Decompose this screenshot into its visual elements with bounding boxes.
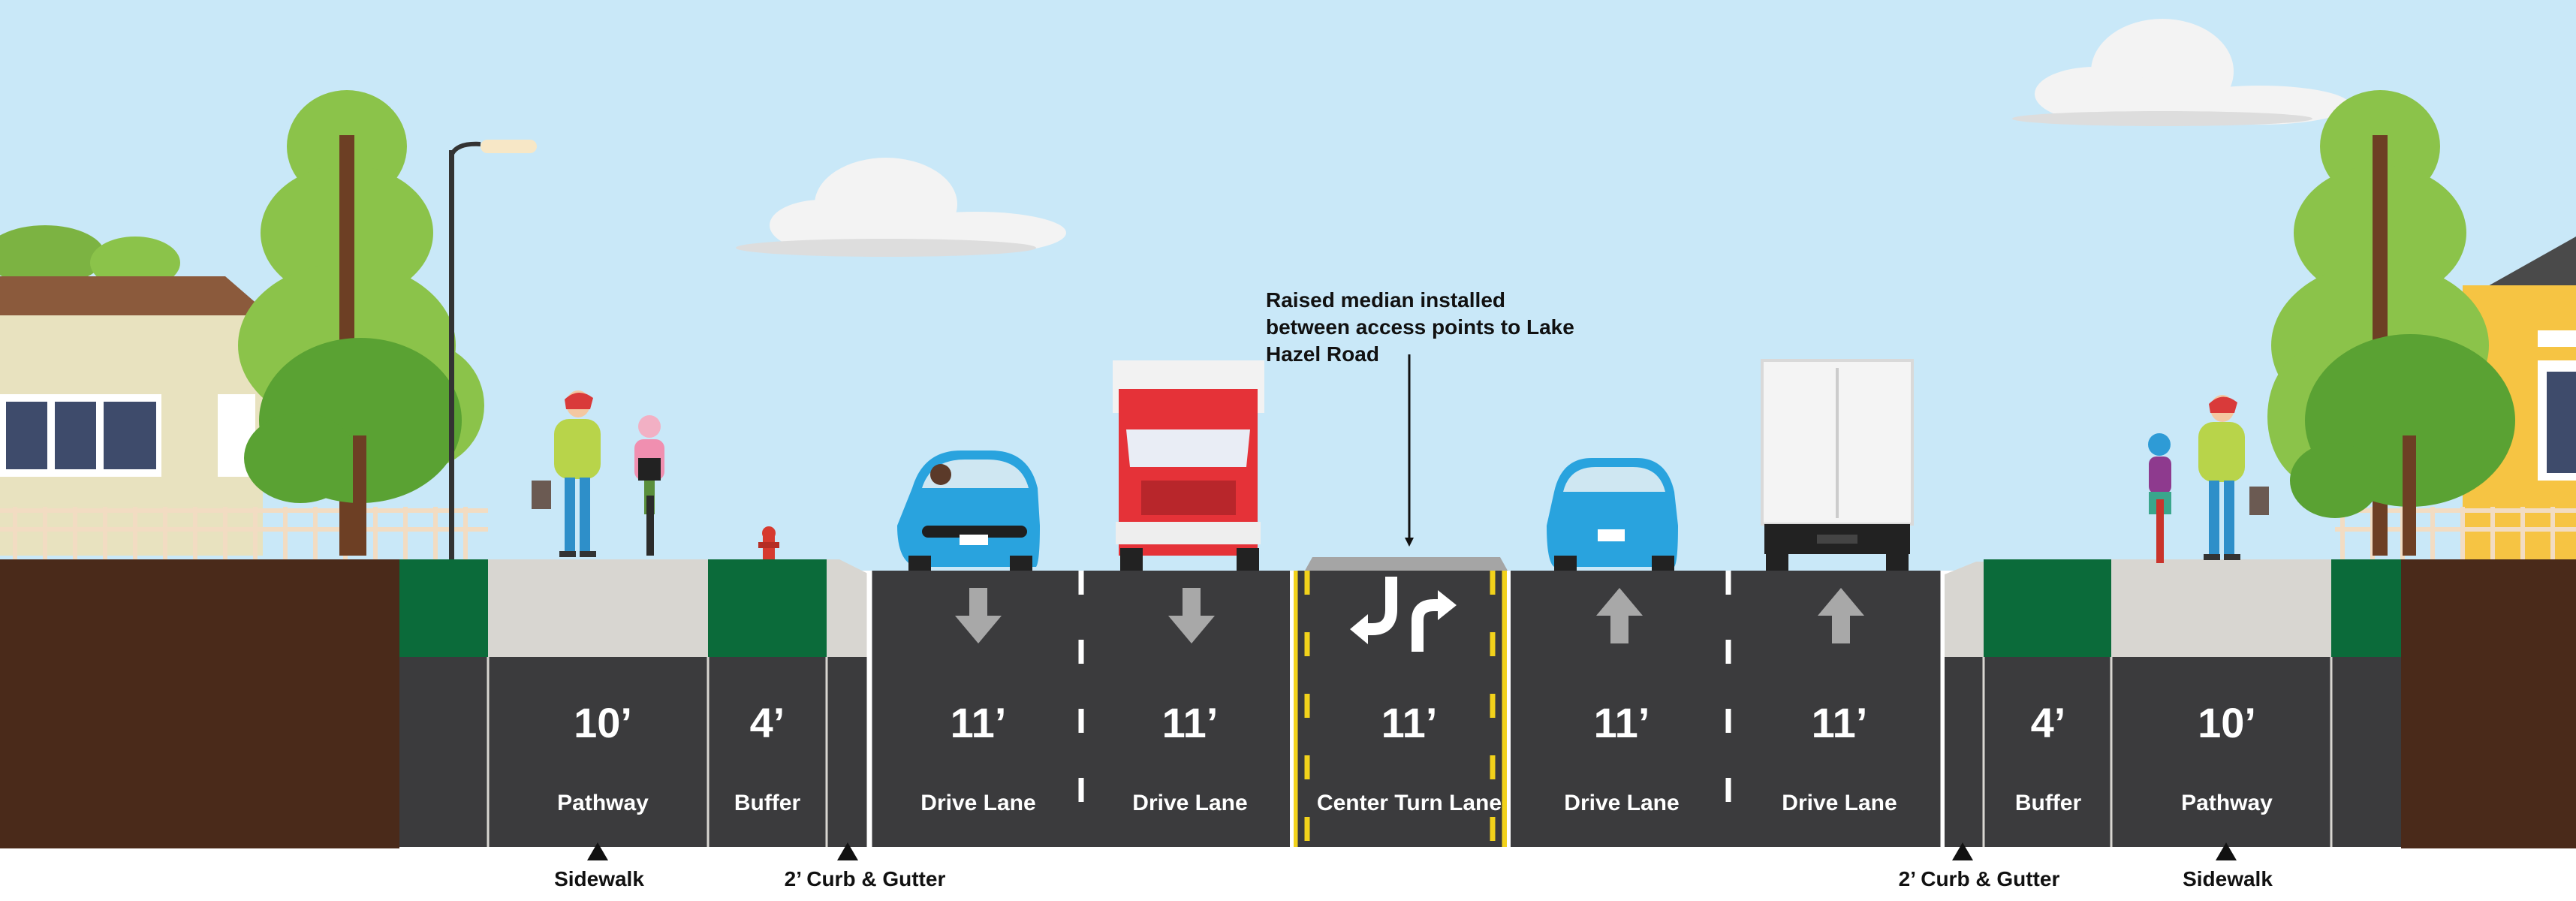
segment-label: Buffer bbox=[2014, 791, 2082, 815]
below-label-curb-gutter: 2’ Curb & Gutter bbox=[1898, 867, 2060, 890]
median-annotation: Raised median installed between access p… bbox=[1266, 288, 1574, 366]
segment-label: Center Turn Lane bbox=[1316, 791, 1502, 815]
truck-icon bbox=[1113, 360, 1264, 571]
right-turn-arrow-icon bbox=[1412, 599, 1440, 652]
pathway-surface-left bbox=[488, 559, 708, 657]
segment-width: 4’ bbox=[2030, 699, 2066, 746]
green-strip-right bbox=[2331, 559, 2401, 657]
segment-width: 10’ bbox=[574, 699, 632, 746]
segment-width: 4’ bbox=[749, 699, 785, 746]
below-label-curb-gutter: 2’ Curb & Gutter bbox=[784, 867, 946, 890]
curb-right bbox=[1945, 562, 1984, 657]
cloud-icon bbox=[2012, 19, 2350, 126]
cross-section-base-left bbox=[399, 657, 869, 847]
segment-width: 11’ bbox=[1381, 699, 1438, 746]
car-icon bbox=[897, 450, 1040, 571]
segment-width: 11’ bbox=[1593, 699, 1650, 746]
pointer-triangle bbox=[1952, 842, 1973, 860]
tree-icon bbox=[2267, 90, 2515, 556]
up-arrow-icon bbox=[1596, 588, 1643, 643]
cyclist-icon bbox=[2148, 433, 2171, 563]
streetlight-icon bbox=[449, 140, 537, 559]
segment-width: 11’ bbox=[1161, 699, 1219, 746]
segment-label: Drive Lane bbox=[1782, 791, 1897, 815]
raised-median bbox=[1305, 557, 1508, 571]
fire-hydrant-icon bbox=[758, 526, 779, 559]
segment-label: Drive Lane bbox=[1132, 791, 1248, 815]
cloud-icon bbox=[736, 158, 1066, 257]
pathway-surface-right bbox=[2111, 559, 2331, 657]
below-label-sidewalk: Sidewalk bbox=[554, 867, 644, 890]
segment-width: 10’ bbox=[2198, 699, 2256, 746]
pointer-triangle bbox=[2216, 842, 2237, 860]
buffer-surface-left bbox=[708, 559, 827, 657]
green-strip-left bbox=[399, 559, 488, 657]
roadway bbox=[869, 571, 1943, 847]
segment-label: Drive Lane bbox=[920, 791, 1036, 815]
segment-label: Buffer bbox=[734, 791, 801, 815]
pedestrian-icon bbox=[532, 390, 601, 557]
bottom-band bbox=[0, 847, 2576, 901]
down-arrow-icon bbox=[1168, 588, 1215, 643]
cyclist-icon bbox=[634, 415, 664, 556]
pedestrian-icon bbox=[2198, 395, 2269, 560]
car-icon bbox=[1547, 458, 1678, 571]
segment-label: Pathway bbox=[557, 791, 649, 815]
left-turn-arrow-icon bbox=[1366, 577, 1397, 635]
truck-icon bbox=[1761, 359, 1914, 571]
below-label-sidewalk: Sidewalk bbox=[2183, 867, 2273, 890]
segment-width: 11’ bbox=[1811, 699, 1868, 746]
up-arrow-icon bbox=[1818, 588, 1864, 643]
segment-label: Pathway bbox=[2181, 791, 2273, 815]
segment-label: Drive Lane bbox=[1564, 791, 1680, 815]
buffer-surface-right bbox=[1984, 559, 2111, 657]
tree-icon bbox=[238, 90, 484, 556]
soil-left bbox=[0, 559, 399, 848]
segment-width: 11’ bbox=[950, 699, 1007, 746]
house-icon bbox=[0, 225, 270, 556]
pointer-triangle bbox=[837, 842, 858, 860]
curb-left bbox=[827, 559, 869, 657]
down-arrow-icon bbox=[955, 588, 1002, 643]
cross-section-base-right bbox=[1945, 657, 2401, 847]
pointer-triangle bbox=[587, 842, 608, 860]
soil-right bbox=[2401, 559, 2576, 848]
